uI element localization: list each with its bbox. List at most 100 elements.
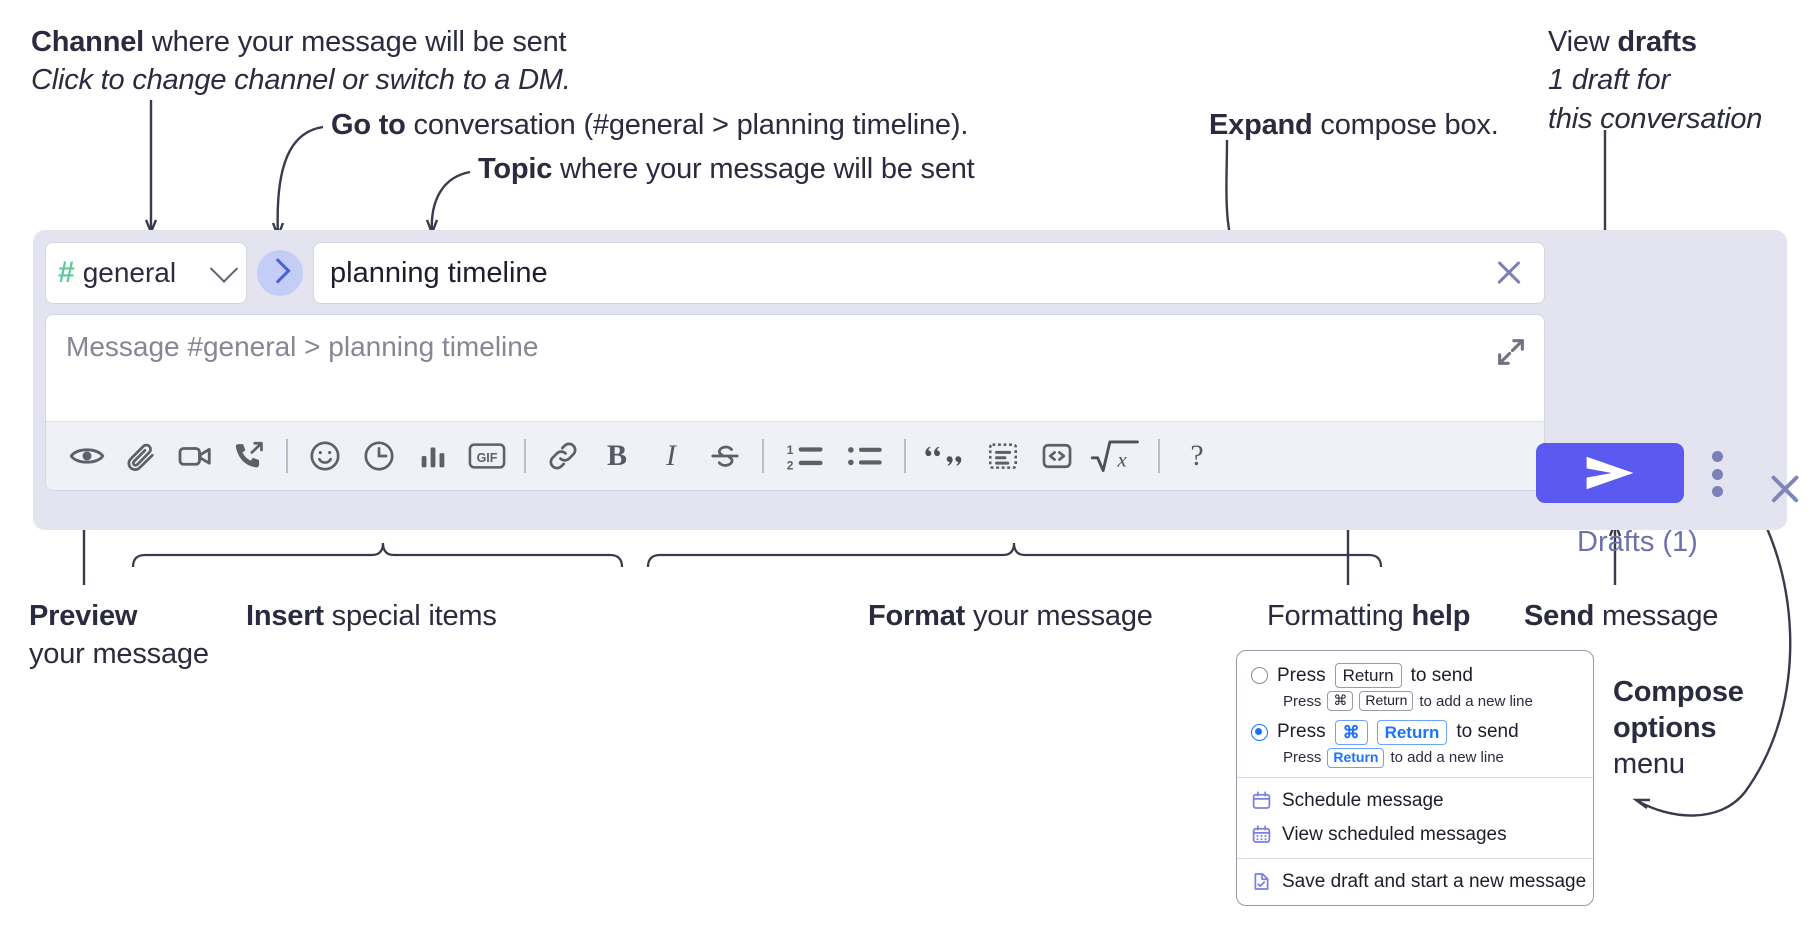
radio-button[interactable]: [1251, 723, 1268, 741]
message-placeholder: Message #general > planning timeline: [66, 331, 539, 362]
annotation-goto: Go to conversation (#general > planning …: [331, 106, 968, 144]
radio-option-return-to-send[interactable]: Press Return to send: [1237, 661, 1593, 690]
clock-icon[interactable]: [352, 429, 406, 483]
link-icon[interactable]: [536, 429, 590, 483]
annotation-channel-rest: where your message will be sent: [144, 26, 567, 58]
toolbar-separator: [762, 439, 764, 473]
dot: [1711, 486, 1723, 497]
inline-code-icon[interactable]: [1030, 429, 1084, 483]
formatting-toolbar: GIF B I: [46, 421, 1544, 490]
radio-1-suffix: to send: [1410, 664, 1473, 686]
menu-item-label: Schedule message: [1282, 789, 1444, 811]
menu-item-schedule-message[interactable]: Schedule message: [1237, 784, 1593, 818]
annotation-compose-options-plain: menu: [1613, 747, 1685, 780]
annotation-send-bold: Send: [1524, 600, 1595, 632]
radio-2-sub-suffix: to add a new line: [1390, 749, 1504, 767]
schedule-group: Schedule message View scheduled messages: [1237, 778, 1593, 858]
annotation-preview: Preview your message: [29, 597, 209, 674]
poll-icon[interactable]: [406, 429, 460, 483]
toolbar-separator: [286, 439, 288, 473]
annotation-goto-rest: conversation (#general > planning timeli…: [405, 109, 969, 141]
attachment-icon[interactable]: [114, 429, 168, 483]
compose-panel: # general planning timeline Message #gen…: [33, 230, 1787, 558]
save-draft-icon: [1251, 871, 1272, 892]
annotation-channel-bold: Channel: [31, 26, 144, 58]
key-command: ⌘: [1334, 719, 1368, 745]
channel-selector[interactable]: # general: [45, 242, 247, 304]
strikethrough-icon[interactable]: [698, 429, 752, 483]
menu-item-label: Save draft and start a new message: [1282, 870, 1587, 892]
drafts-link[interactable]: Drafts (1): [1577, 526, 1698, 558]
message-input[interactable]: Message #general > planning timeline: [46, 315, 1544, 421]
radio-2-prefix: Press: [1277, 721, 1326, 743]
hash-icon: #: [58, 256, 75, 289]
menu-item-view-scheduled-messages[interactable]: View scheduled messages: [1237, 818, 1593, 852]
topic-field[interactable]: planning timeline: [313, 242, 1545, 304]
radio-2-sub-prefix: Press: [1283, 749, 1322, 767]
expand-icon[interactable]: [1494, 335, 1528, 369]
code-block-icon[interactable]: [976, 429, 1030, 483]
radio-option-cmd-return-to-send[interactable]: Press ⌘ Return to send: [1237, 718, 1593, 747]
compose-options-menu-button[interactable]: [1707, 451, 1727, 497]
annotation-expand-rest: compose box.: [1312, 109, 1499, 141]
radio-button[interactable]: [1251, 667, 1268, 685]
compose-options-menu: Press Return to send Press ⌘ Return to a…: [1236, 650, 1594, 906]
ordered-list-icon[interactable]: 1 2: [774, 429, 836, 483]
bulleted-list-icon[interactable]: [836, 429, 894, 483]
message-editor: Message #general > planning timeline: [45, 314, 1545, 491]
annotation-drafts-plain: View: [1548, 26, 1618, 58]
emoji-icon[interactable]: [298, 429, 352, 483]
video-icon[interactable]: [168, 429, 222, 483]
annotation-channel-line1: Channel where your message will be sent: [31, 26, 567, 58]
annotation-format-rest: your message: [965, 600, 1153, 632]
send-button[interactable]: [1536, 443, 1684, 503]
annotation-drafts-line3: this conversation: [1548, 102, 1763, 135]
calendar-icon: [1251, 790, 1272, 811]
key-command: ⌘: [1327, 691, 1354, 711]
bold-icon[interactable]: B: [606, 439, 627, 472]
gif-icon[interactable]: GIF: [460, 429, 514, 483]
menu-divider: [1237, 776, 1593, 778]
close-icon[interactable]: [1492, 256, 1526, 290]
draft-group: Save draft and start a new message: [1237, 859, 1593, 905]
radio-2-suffix: to send: [1456, 721, 1519, 743]
go-to-conversation-button[interactable]: [257, 250, 303, 296]
annotation-format: Format your message: [868, 597, 1153, 635]
annotation-help-plain: Formatting: [1267, 600, 1412, 632]
annotation-help: Formatting help: [1267, 597, 1470, 635]
menu-divider: [1237, 857, 1593, 859]
menu-item-label: View scheduled messages: [1282, 823, 1507, 845]
annotation-topic-bold: Topic: [478, 153, 553, 185]
annotation-goto-bold: Go to: [331, 109, 406, 141]
annotation-help-bold: help: [1411, 600, 1471, 632]
annotation-compose-options: Compose options menu: [1613, 675, 1744, 783]
calendar-grid-icon: [1251, 824, 1272, 845]
menu-item-save-draft[interactable]: Save draft and start a new message: [1237, 865, 1593, 899]
toolbar-separator: [1158, 439, 1160, 473]
radio-1-sub-suffix: to add a new line: [1419, 692, 1533, 710]
topic-value: planning timeline: [330, 256, 548, 289]
key-return: Return: [1359, 691, 1414, 711]
radio-1-sub-prefix: Press: [1283, 692, 1322, 710]
preview-icon[interactable]: [60, 429, 114, 483]
annotation-send: Send message: [1524, 597, 1718, 635]
annotation-preview-line2: your message: [29, 638, 209, 671]
audio-call-icon[interactable]: [222, 429, 276, 483]
annotation-compose-options-bold2: options: [1613, 711, 1717, 744]
annotation-insert-rest: special items: [323, 600, 497, 632]
dot: [1711, 451, 1723, 462]
math-icon[interactable]: x: [1084, 429, 1148, 483]
annotation-expand: Expand compose box.: [1209, 106, 1499, 144]
annotation-insert-bold: Insert: [246, 600, 324, 632]
svg-text:GIF: GIF: [477, 451, 498, 465]
key-return: Return: [1334, 663, 1402, 689]
italic-icon[interactable]: I: [666, 439, 676, 472]
compose-inner: # general planning timeline Message #gen…: [45, 242, 1545, 491]
svg-text:2: 2: [787, 458, 794, 472]
help-icon[interactable]: ?: [1190, 439, 1204, 472]
close-compose-icon[interactable]: [1767, 471, 1803, 507]
annotation-topic-rest: where your message will be sent: [552, 153, 975, 185]
blockquote-icon[interactable]: [916, 429, 976, 483]
toolbar-separator: [904, 439, 906, 473]
toolbar-separator: [524, 439, 526, 473]
